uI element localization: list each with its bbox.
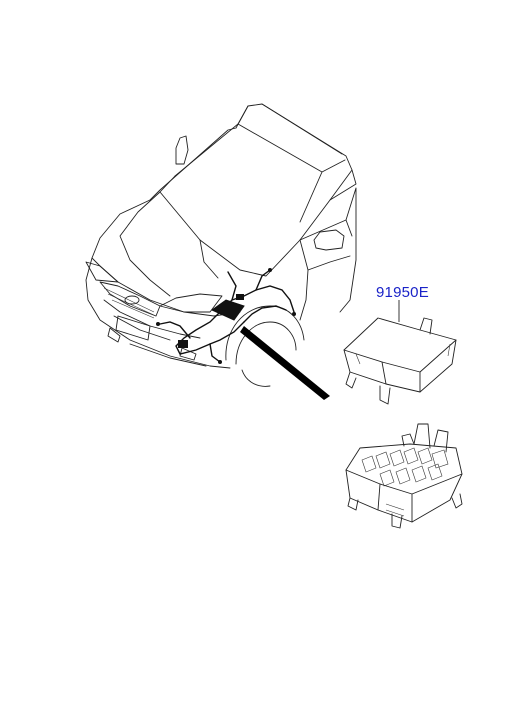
junction-box-base [345, 423, 463, 529]
vehicle-front-illustration [85, 103, 357, 387]
leader-wedge [240, 326, 330, 400]
junction-box-cover [343, 317, 457, 405]
front-wiring-harness [156, 268, 296, 364]
part-number-callout-91950E[interactable]: 91950E [376, 284, 429, 301]
